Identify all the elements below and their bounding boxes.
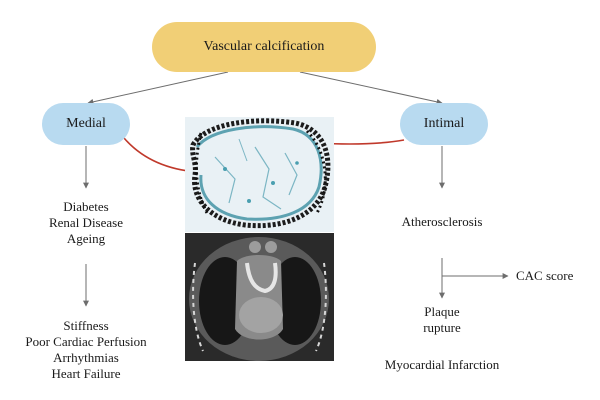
medial-label: Medial <box>66 116 106 131</box>
root-to-intimal-arrow <box>299 71 443 105</box>
medial-outcomes-block: Stiffness Poor Cardiac Perfusion Arrhyth… <box>16 318 156 382</box>
outcome-poor-cardiac-perfusion: Poor Cardiac Perfusion <box>25 334 147 349</box>
ct-scan-drawing <box>185 233 334 361</box>
medial-causes-block: Diabetes Renal Disease Ageing <box>40 199 132 247</box>
intimal-label: Intimal <box>423 116 465 131</box>
plaque-label: Plaque <box>424 304 460 319</box>
atherosclerosis-label: Atherosclerosis <box>401 214 483 229</box>
histology-micrograph-drawing <box>185 117 334 232</box>
outcome-arrhythmias: Arrhythmias <box>53 350 119 365</box>
medial-node: Medial <box>42 103 130 145</box>
cause-ageing: Ageing <box>66 231 106 246</box>
rupture-label: rupture <box>423 320 461 335</box>
outcome-stiffness: Stiffness <box>63 318 109 333</box>
vascular-calcification-label: Vascular calcification <box>203 39 325 54</box>
outcome-heart-failure: Heart Failure <box>51 366 121 381</box>
ct-scan-image <box>185 233 334 361</box>
cause-diabetes: Diabetes <box>63 199 109 214</box>
histology-micrograph-image <box>185 117 334 232</box>
myocardial-infarction-label: Myocardial Infarction <box>384 357 500 372</box>
intimal-node: Intimal <box>400 103 488 145</box>
cac-score-label: CAC score <box>516 268 574 283</box>
vascular-calcification-node: Vascular calcification <box>152 22 376 72</box>
cause-renal-disease: Renal Disease <box>48 215 123 230</box>
plaque-rupture-block: Plaque rupture <box>412 304 472 336</box>
root-to-medial-arrow <box>87 71 229 105</box>
